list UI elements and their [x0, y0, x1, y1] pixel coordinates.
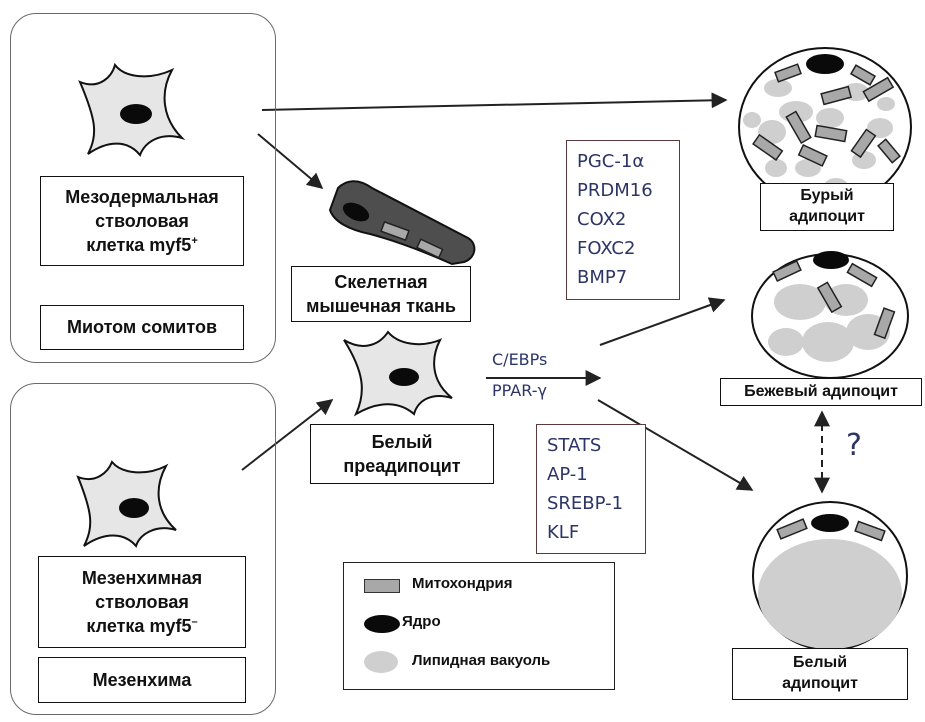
arrow-to-white-adipocyte	[597, 399, 754, 491]
label-line: адипоцит	[782, 675, 858, 692]
factor-ppar-gamma: PPAR-γ	[492, 381, 547, 400]
somite-myotome-label: Миотом сомитов	[40, 305, 244, 350]
nucleus-icon	[811, 514, 849, 532]
label-line: Бурый	[800, 187, 854, 205]
factor-item: PRDM16	[577, 180, 653, 201]
brown-adipocyte-shape	[738, 47, 912, 207]
label-line: адипоцит	[789, 208, 865, 225]
arrows	[241, 92, 830, 494]
nucleus-icon	[342, 202, 370, 222]
mesenchyme-label: Мезенхима	[38, 657, 246, 703]
superscript: +	[191, 235, 198, 248]
question-mark: ?	[846, 428, 862, 463]
beige-adipocyte-label: Бежевый адипоцит	[720, 378, 922, 406]
brown-factors-box: PGC-1α PRDM16 COX2 FOXC2 BMP7	[566, 140, 680, 300]
nucleus-icon	[120, 104, 152, 124]
mitochondria-icon	[364, 579, 400, 593]
arrow-to-preadipocyte	[241, 399, 334, 471]
legend-lipid-label: Липидная вакуоль	[412, 652, 551, 669]
label-line: Скелетная	[334, 271, 428, 292]
factor-item: KLF	[547, 522, 580, 543]
mesodermal-stem-cell-label: Мезодермальная стволовая клетка myf5+	[40, 176, 244, 266]
legend: Митохондрия Ядро Липидная вакуоль	[343, 562, 615, 690]
mitochondria-icon	[416, 238, 444, 259]
legend-nucleus-label: Ядро	[402, 613, 441, 630]
nucleus-icon	[119, 498, 149, 518]
arrow-to-brown-adipocyte	[261, 92, 728, 111]
nucleus-icon	[806, 54, 844, 74]
label-line: Мезодермальная	[65, 186, 219, 207]
factor-item: AP-1	[547, 464, 588, 485]
superscript: –	[191, 616, 198, 629]
lipid-vacuole-icon	[364, 651, 398, 673]
brown-adipocyte-label: Бурый адипоцит	[760, 183, 894, 231]
nucleus-icon	[389, 368, 419, 386]
label-line: клетка myf5	[86, 616, 192, 637]
mitochondria-icon	[380, 220, 410, 242]
factor-item: PGC-1α	[577, 151, 645, 172]
arrow-to-beige-adipocyte	[599, 297, 726, 346]
label-line: стволовая	[95, 591, 189, 612]
skeletal-muscle-label: Скелетная мышечная ткань	[291, 266, 471, 322]
label-line: Мезенхимная	[81, 567, 203, 588]
label-line: Белый	[792, 654, 848, 672]
legend-mitochondria-label: Митохондрия	[412, 575, 513, 592]
factor-item: COX2	[577, 209, 627, 230]
white-factors-box: STATS AP-1 SREBP-1 KLF	[536, 424, 646, 554]
factor-item: STATS	[547, 435, 602, 456]
mesenchymal-stem-cell-label: Мезенхимная стволовая клетка myf5–	[38, 556, 246, 648]
beige-adipocyte-shape	[751, 251, 909, 379]
mesodermal-panel	[10, 13, 276, 363]
label-line: мышечная ткань	[306, 296, 456, 316]
label-line: Белый	[371, 431, 433, 452]
white-adipocyte-label: Белый адипоцит	[732, 648, 908, 700]
nucleus-icon	[813, 251, 849, 269]
nucleus-icon	[364, 615, 400, 633]
factor-item: BMP7	[577, 267, 628, 288]
white-preadipocyte-shape	[343, 330, 453, 417]
factor-cebps: C/EBPs	[492, 350, 548, 369]
skeletal-muscle-shape	[328, 180, 476, 266]
mesodermal-stem-cell-shape	[78, 62, 186, 157]
label-line: стволовая	[95, 210, 189, 231]
white-preadipocyte-label: Белый преадипоцит	[310, 424, 494, 484]
factor-item: FOXC2	[577, 238, 636, 259]
mesenchymal-stem-cell-shape	[76, 460, 177, 548]
label-line: преадипоцит	[343, 456, 461, 476]
white-adipocyte-shape	[752, 501, 908, 651]
arrow-to-skeletal-muscle	[257, 133, 324, 190]
label-line: клетка myf5	[86, 235, 192, 256]
factor-item: SREBP-1	[547, 493, 624, 514]
mesenchymal-panel	[10, 383, 276, 715]
